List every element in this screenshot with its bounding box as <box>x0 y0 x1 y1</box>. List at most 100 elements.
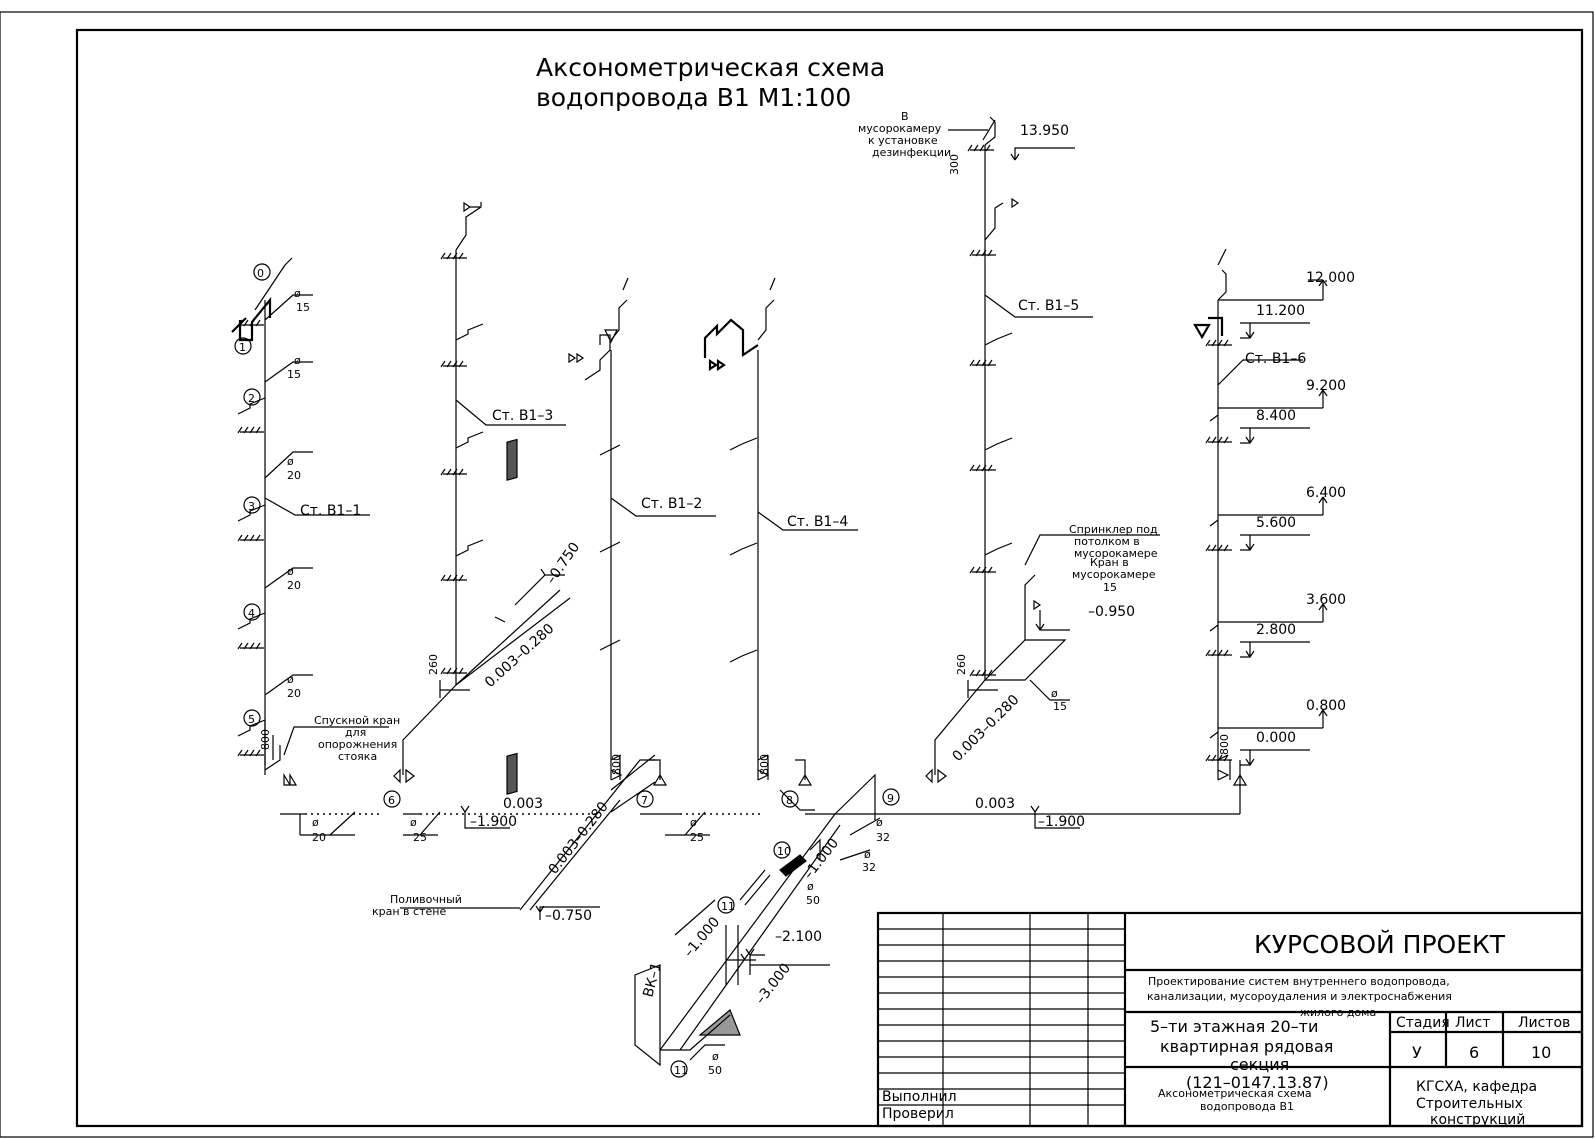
stamp-topic-2: канализации, мусороудаления и электросна… <box>1147 990 1452 1003</box>
level-6400: 6.400 <box>1306 485 1346 501</box>
node-6: 6 <box>388 794 395 807</box>
diam-15b: 15 <box>287 368 301 381</box>
riser-b1-4 <box>703 277 858 811</box>
diam-25b: 25 <box>690 831 704 844</box>
node-3: 3 <box>248 500 255 513</box>
stamp-sheets: 10 <box>1531 1043 1551 1062</box>
riser-b1-1 <box>231 257 370 775</box>
diam-32b: 32 <box>862 861 876 874</box>
level-2800: 2.800 <box>1256 622 1296 638</box>
sprinkler-note-1: Спринклер под <box>1069 523 1158 536</box>
elev-inlet: –2.100 <box>775 929 822 945</box>
stamp-stage: У <box>1412 1043 1422 1062</box>
main-pipeline <box>280 811 1240 836</box>
diam-20a: 20 <box>287 469 301 482</box>
diam-sym-1: ø <box>294 287 301 300</box>
watering-note-2: кран в стене <box>372 905 446 918</box>
diam-20-main: 20 <box>312 831 326 844</box>
slope-b1-5: 0.003–0.280 <box>950 692 1023 765</box>
outer-frame <box>0 11 1594 1138</box>
diam-sym-10: ø <box>864 848 871 861</box>
diam-sym-8: ø <box>690 816 697 829</box>
watering-tap-lower <box>400 752 655 920</box>
title-block <box>876 911 1584 1128</box>
garbage-note-3: к установке <box>868 134 938 147</box>
slope-inlet-3: –3.000 <box>753 961 795 1008</box>
diam-sym-5: ø <box>287 673 294 686</box>
stamp-sheets-header: Листов <box>1518 1015 1570 1031</box>
node-11b: 11 <box>674 1064 688 1077</box>
diam-15c: 15 <box>1053 700 1067 713</box>
stamp-sheet-title-1: Аксонометрическая схема <box>1158 1087 1312 1100</box>
stamp-sheet-title-2: водопровода В1 <box>1200 1100 1294 1113</box>
diam-sym-13: ø <box>1051 687 1058 700</box>
diam-sym-6: ø <box>312 816 319 829</box>
sprinkler-note-5: мусорокамере <box>1072 568 1156 581</box>
riser-label-3: Ст. В1–3 <box>492 408 553 424</box>
stamp-object-1: 5–ти этажная 20–ти <box>1150 1017 1318 1036</box>
sprinkler-note-6: 15 <box>1103 581 1117 594</box>
level-5600: 5.600 <box>1256 515 1296 531</box>
riser-b1-2 <box>568 277 716 813</box>
elev-watering-2: –0.750 <box>545 908 592 924</box>
node-5: 5 <box>248 713 255 726</box>
drain-note-3: опорожнения <box>318 738 397 751</box>
slope-main-2: 0.003 <box>975 796 1015 812</box>
dim-260-a: 260 <box>427 654 440 675</box>
diam-sym-2: ø <box>294 354 301 367</box>
node-4: 4 <box>248 607 255 620</box>
level-8400: 8.400 <box>1256 408 1296 424</box>
riser-label-6: Ст. В1–6 <box>1245 351 1306 367</box>
diam-sym-9: ø <box>876 816 883 829</box>
level-9200: 9.200 <box>1306 378 1346 394</box>
drain-leader <box>264 720 389 786</box>
node-1: 1 <box>239 341 246 354</box>
riser-b1-3 <box>393 201 571 784</box>
diam-sym-7: ø <box>410 816 417 829</box>
diam-15a: 15 <box>296 301 310 314</box>
stamp-org-3: конструкций <box>1430 1112 1525 1128</box>
watering-tap-upper <box>506 438 565 606</box>
elev-watering-1: –0.750 <box>543 540 583 588</box>
riser-label-5: Ст. В1–5 <box>1018 298 1079 314</box>
diam-sym-12: ø <box>712 1050 719 1063</box>
garbage-note-2: мусорокамеру <box>858 122 942 135</box>
inner-frame <box>75 28 1584 1128</box>
diam-20c: 20 <box>287 687 301 700</box>
node-10: 10 <box>777 845 791 858</box>
riser-label-1: Ст. В1–1 <box>300 503 361 519</box>
node-8: 8 <box>786 794 793 807</box>
diam-50a: 50 <box>806 894 820 907</box>
sprinkler-note-3: мусорокамере <box>1074 547 1158 560</box>
diam-50b: 50 <box>708 1064 722 1077</box>
title-line-1: Аксонометрическая схема <box>536 53 885 82</box>
vk-label: ВК–1 <box>640 961 665 999</box>
dim-800-3: 800 <box>758 754 771 775</box>
drain-note-1: Спускной кран <box>314 714 400 727</box>
diam-sym-4: ø <box>287 565 294 578</box>
stamp-sheet-header: Лист <box>1455 1015 1490 1031</box>
dim-800-1: 800 <box>259 729 272 750</box>
title-line-2: водопровода В1 М1:100 <box>536 83 851 112</box>
riser-b1-6 <box>1193 248 1328 814</box>
inlet-pipeline <box>634 773 876 1067</box>
stamp-object-3: секция <box>1230 1055 1289 1074</box>
diam-25a: 25 <box>413 831 427 844</box>
node-11a: 11 <box>721 900 735 913</box>
title-block-grid <box>878 913 1125 1126</box>
watering-note-1: Поливочный <box>390 893 462 906</box>
stamp-sheet: 6 <box>1469 1043 1479 1062</box>
slope-inlet-1: –1.000 <box>801 836 843 883</box>
level-0800: 0.800 <box>1306 698 1346 714</box>
stamp-topic-3: жилого дома <box>1300 1006 1376 1019</box>
level-12000: 12.000 <box>1306 270 1355 286</box>
garbage-note-1: В <box>901 110 909 123</box>
level-3600: 3.600 <box>1306 592 1346 608</box>
riser-label-2: Ст. В1–2 <box>641 496 702 512</box>
diam-32a: 32 <box>876 831 890 844</box>
dim-260-b: 260 <box>955 654 968 675</box>
dim-800-4: 800 <box>1218 734 1231 755</box>
node-7: 7 <box>641 794 648 807</box>
riser-b1-5 <box>925 116 1160 784</box>
